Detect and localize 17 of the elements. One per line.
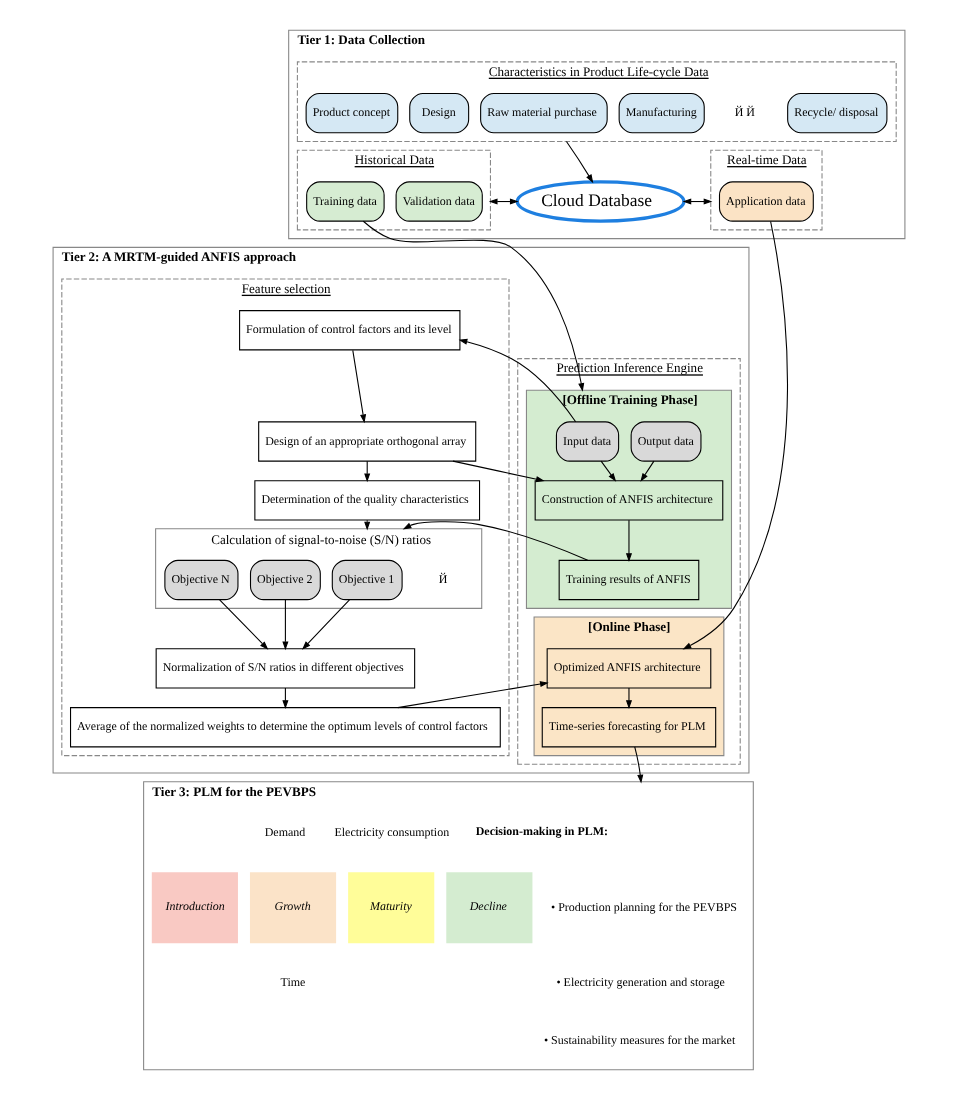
arrow — [457, 338, 576, 423]
arrow — [401, 521, 588, 561]
arrow — [624, 519, 632, 562]
arrow — [301, 599, 349, 650]
node-ellipse: Cloud Database — [514, 180, 685, 223]
arrow — [599, 460, 616, 482]
arrow — [564, 141, 593, 184]
arrow — [396, 681, 548, 709]
arrow — [633, 746, 643, 784]
arrow — [218, 599, 268, 650]
arrow — [281, 599, 288, 651]
arrow — [451, 460, 544, 483]
arrow — [624, 687, 632, 709]
arrow — [681, 220, 788, 650]
arrow — [639, 460, 654, 482]
arrow — [363, 519, 370, 531]
arrow — [351, 349, 366, 424]
